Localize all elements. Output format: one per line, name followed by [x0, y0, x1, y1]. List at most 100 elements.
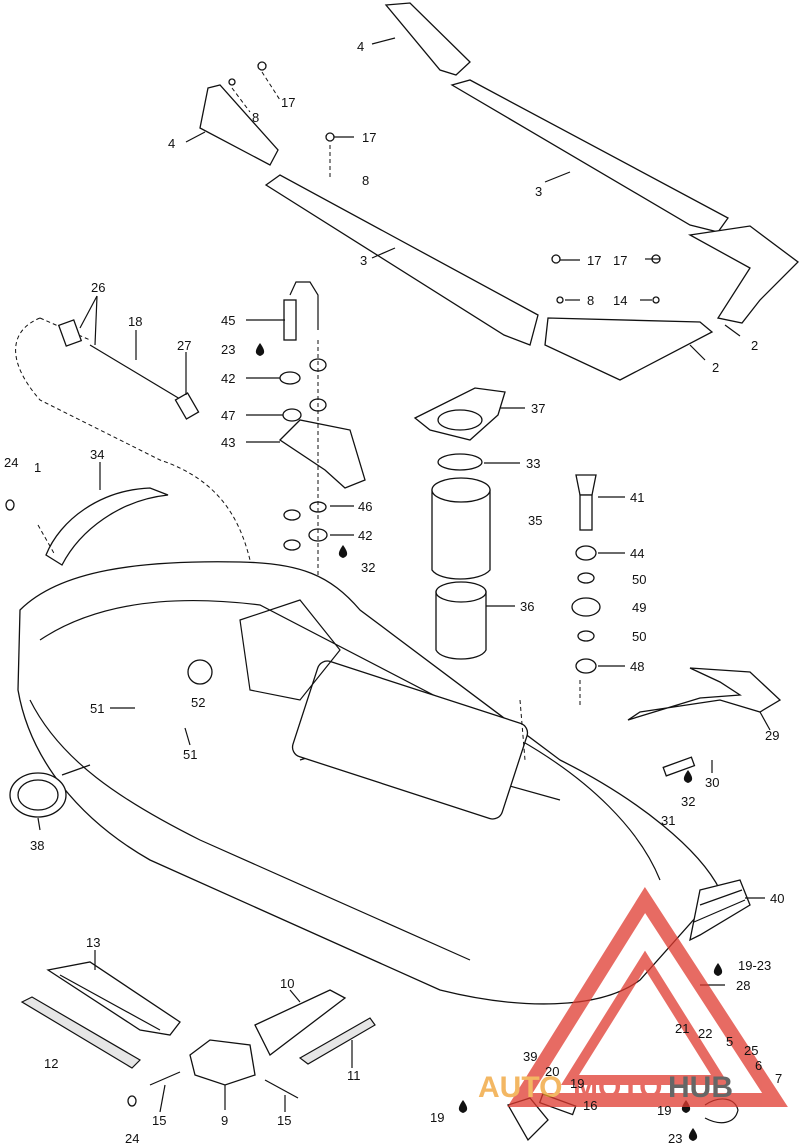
callout-label: 24: [4, 455, 18, 470]
steering-cable-18: [57, 319, 200, 420]
callout-label: 32: [681, 794, 695, 809]
bolt-washers: [571, 545, 601, 674]
mount-bolt-45: [283, 281, 319, 341]
callout-label: 3: [360, 253, 367, 268]
callout-label: 28: [736, 978, 750, 993]
watermark-triangle-inner: [560, 950, 730, 1085]
callout-label: 19: [430, 1110, 444, 1125]
hull-body: [17, 561, 721, 1005]
callout-label: 36: [520, 599, 534, 614]
bolt-31: [662, 756, 696, 777]
callout-label: 49: [632, 600, 646, 615]
storage-cover-37: [413, 387, 506, 441]
callout-label: 22: [698, 1026, 712, 1041]
callout-label: 42: [358, 528, 372, 543]
callout-label: 19: [570, 1076, 584, 1091]
callout-label: 16: [583, 1098, 597, 1113]
watermark-hub: HUB: [668, 1071, 733, 1104]
callout-label: 23: [221, 342, 235, 357]
callout-label: 17: [281, 95, 295, 110]
ladder-40: [689, 879, 751, 942]
leader-lines: [37, 37, 771, 1113]
callout-label: 2: [751, 338, 758, 353]
adhesive-drop-icons: [255, 343, 723, 1141]
screws-15: [5, 499, 299, 1107]
callout-label: 46: [358, 499, 372, 514]
callout-label: 37: [531, 401, 545, 416]
callout-label: 27: [177, 338, 191, 353]
callout-label: 5: [726, 1034, 733, 1049]
mirror-38: [9, 764, 91, 818]
callout-label: 35: [528, 513, 542, 528]
callout-label: 17: [613, 253, 627, 268]
bolt-41: [575, 474, 597, 531]
callout-label: 51: [183, 747, 197, 762]
callout-label: 24: [125, 1131, 139, 1146]
callout-label: 34: [90, 447, 104, 462]
callout-label: 40: [770, 891, 784, 906]
storage-bag-35: [431, 477, 491, 580]
callout-label: 48: [630, 659, 644, 674]
callout-label: 50: [632, 572, 646, 587]
mount-bracket-43: [278, 419, 366, 489]
callout-label: 20: [545, 1064, 559, 1079]
callout-label: 38: [30, 838, 44, 853]
callout-label: 30: [705, 775, 719, 790]
callout-label: 11: [347, 1068, 361, 1083]
callout-label: 19-23: [738, 958, 771, 973]
callout-label: 42: [221, 371, 235, 386]
deck-pad-2-bottom: [544, 317, 714, 381]
callout-label: 17: [362, 130, 376, 145]
deck-pad-2-right: [688, 225, 799, 324]
callout-label: 10: [280, 976, 294, 991]
steering-cover-outline: [15, 317, 251, 561]
callout-label: 29: [765, 728, 779, 743]
callout-label: 4: [357, 39, 364, 54]
storage-bucket-36: [435, 581, 487, 660]
callout-label: 8: [362, 173, 369, 188]
callout-label: 43: [221, 435, 235, 450]
callout-label: 47: [221, 408, 235, 423]
bumper-13: [46, 961, 181, 1036]
callout-label: 1: [34, 460, 41, 475]
clamp-33: [437, 453, 483, 471]
callout-label: 21: [675, 1021, 689, 1036]
callout-label: 32: [361, 560, 375, 575]
deck-pad-4-left: [199, 84, 279, 166]
callout-label: 7: [775, 1071, 782, 1086]
bumper-12: [20, 996, 141, 1069]
deck-pad-3-left: [264, 174, 539, 346]
callout-label: 15: [152, 1113, 166, 1128]
callout-label: 8: [587, 293, 594, 308]
callout-label: 19: [657, 1103, 671, 1118]
callout-label: 18: [128, 314, 142, 329]
handle-34: [45, 487, 169, 566]
callout-label: 44: [630, 546, 644, 561]
callout-label: 33: [526, 456, 540, 471]
callout-label: 45: [221, 313, 235, 328]
automotohub-watermark: AUTO MOTO HUB: [478, 886, 788, 1107]
callout-label: 39: [523, 1049, 537, 1064]
watermark-moto: MOTO: [573, 1071, 662, 1104]
callout-label: 26: [91, 280, 105, 295]
callout-label: 3: [535, 184, 542, 199]
callout-label: 6: [755, 1058, 762, 1073]
callout-label: 25: [744, 1043, 758, 1058]
callout-label: 51: [90, 701, 104, 716]
callout-label: 14: [613, 293, 627, 308]
rear-handle-29: [627, 667, 782, 721]
bumper-11: [298, 1017, 376, 1065]
callout-label: 23: [668, 1131, 682, 1146]
callout-label: 15: [277, 1113, 291, 1128]
callout-label: 9: [221, 1113, 228, 1128]
deck-pad-4-top: [384, 2, 471, 76]
bumper-10: [254, 989, 347, 1056]
corner-9: [189, 1039, 256, 1086]
watermark-triangle-outer: [507, 886, 788, 1107]
callout-label: 41: [630, 490, 644, 505]
callout-labels: 4 17 8 4 17 8 3 3 17 17 8 14 2 2 26 18 2…: [4, 39, 784, 1146]
deck-pad-3-top: [450, 79, 729, 233]
callout-label: 12: [44, 1056, 58, 1071]
callout-label: 50: [632, 629, 646, 644]
